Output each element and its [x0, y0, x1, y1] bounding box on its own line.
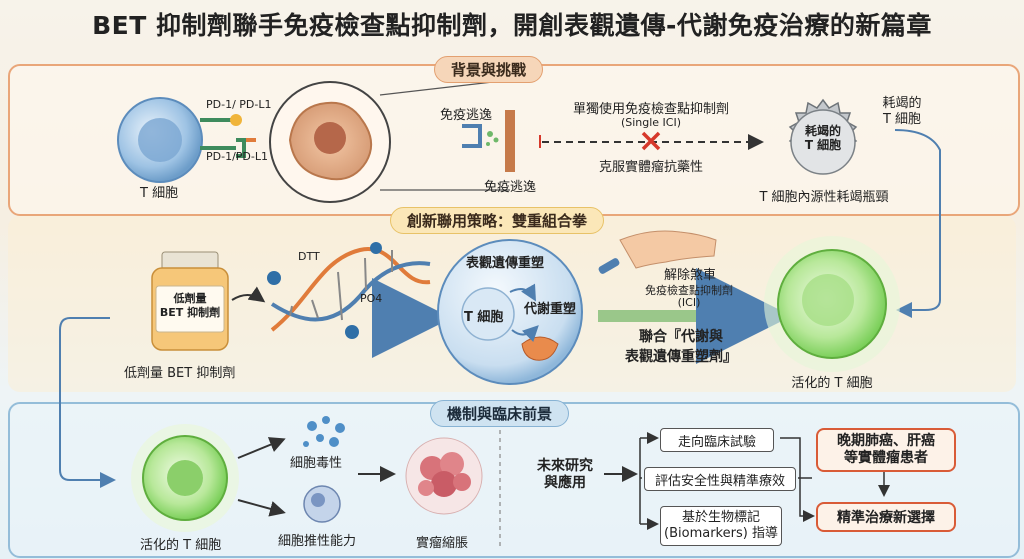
exhausted-to-activated-arrow: [894, 129, 941, 318]
tumor-mass-icon: [405, 437, 483, 515]
page-title: BET 抑制劑聯手免疫檢查點抑制劑，開創表觀遺傳-代謝免疫治療的新篇章: [92, 11, 932, 40]
ici-label-line2: (ICI): [677, 296, 701, 309]
remodeled-t-cell-icon: [437, 239, 583, 385]
section-heading-mechanism: 機制與臨床前景: [430, 400, 570, 427]
exhausted-t-cell-icon: [788, 98, 858, 175]
remodeled-t-cell-label: T 細胞: [464, 310, 504, 325]
escape-receptor-icon: [462, 124, 499, 148]
exhausted-cell-text: 耗竭的 T 細胞: [804, 124, 842, 152]
epigenetic-label: 表觀遺傳重塑: [466, 256, 545, 271]
activated-t-cell-icon: [764, 236, 900, 372]
bottleneck-label: T 細胞內源性耗竭瓶頸: [759, 190, 889, 205]
mechanism-activated-label: 活化的 T 細胞: [140, 538, 222, 553]
infiltrating-cell-icon: [303, 485, 341, 523]
cytotoxicity-label: 細胞毒性: [290, 456, 343, 471]
flow-connectors: [639, 432, 890, 530]
safety-box: 評估安全性與精準療效: [644, 467, 796, 491]
activated-t-cell-label: 活化的 T 細胞: [791, 376, 873, 391]
release-brake-label: 解除煞車: [664, 268, 717, 283]
t-cell-label: T 細胞: [140, 186, 179, 201]
single-ici-en-label: (Single ICI): [620, 116, 682, 129]
bottle-to-dna-arrow: [231, 286, 266, 303]
bottle-to-mechanism-arrow: [59, 317, 116, 488]
red-x-icon: [641, 131, 661, 151]
resistance-label: 克服實體瘤抗藥性: [598, 160, 703, 175]
tumor-cell-icon: [269, 81, 391, 203]
section-heading-strategy: 創新聯用策略：雙重組合拳: [390, 207, 605, 234]
combo-label-line1: 聯合『代謝與: [639, 329, 723, 345]
barrier-wall-icon: [505, 110, 515, 172]
immune-escape-label-1: 免疫逃逸: [440, 108, 493, 123]
ici-label-line1: 免疫檢查點抑制劑: [645, 284, 733, 297]
biomarker-box: 基於生物標記 (Biomarkers) 指導: [660, 506, 782, 546]
single-ici-label: 單獨使用免疫檢查點抑制劑: [572, 102, 729, 117]
cytotoxic-granules-icon: [303, 416, 345, 447]
tcell-to-cytotox-arrow: [237, 437, 286, 459]
dtt-label: DTT: [298, 250, 320, 263]
po4-label: PO4: [360, 292, 383, 305]
tumor-shrink-label: 實瘤縮脹: [416, 536, 469, 551]
ici-antibody-hand-icon: [598, 230, 717, 274]
biomarker-line2: (Biomarkers) 指導: [664, 526, 778, 541]
exhausted-t-cell-label: 耗竭的 T 細胞: [882, 96, 922, 127]
pd-label-bottom: PD-1/PD-L1: [206, 150, 268, 163]
pd1-receptor-icon: [200, 114, 256, 158]
tcell-to-infiltration-arrow: [237, 499, 286, 517]
t-cell-icon: [117, 97, 203, 183]
dna-helix-icon: [267, 242, 431, 339]
combo-label-line2: 表觀遺傳重塑劑』: [625, 349, 737, 365]
patients-box: 晚期肺癌、肝癌 等實體瘤患者: [816, 428, 956, 472]
biomarker-line1: 基於生物標記: [681, 510, 760, 525]
drug-name-label: 低劑量 BET 抑制劑: [124, 366, 236, 381]
metabolic-label: 代謝重塑: [524, 302, 577, 317]
bet-inhibitor-bottle-icon: [151, 251, 229, 351]
clinical-trial-box: 走向臨床試驗: [660, 428, 774, 452]
future-label: 未來研究 與應用: [537, 458, 593, 491]
infiltration-label: 細胞推性能力: [278, 534, 357, 549]
pd-label-top: PD-1/ PD-L1: [206, 98, 272, 111]
bottle-label: 低劑量 BET 抑制劑: [159, 292, 221, 319]
section-heading-background: 背景與挑戰: [434, 56, 544, 83]
activated-t-cell-small-icon: [131, 424, 239, 532]
precision-box: 精準治療新選擇: [816, 502, 956, 532]
immune-escape-label-2: 免疫逃逸: [484, 180, 537, 195]
